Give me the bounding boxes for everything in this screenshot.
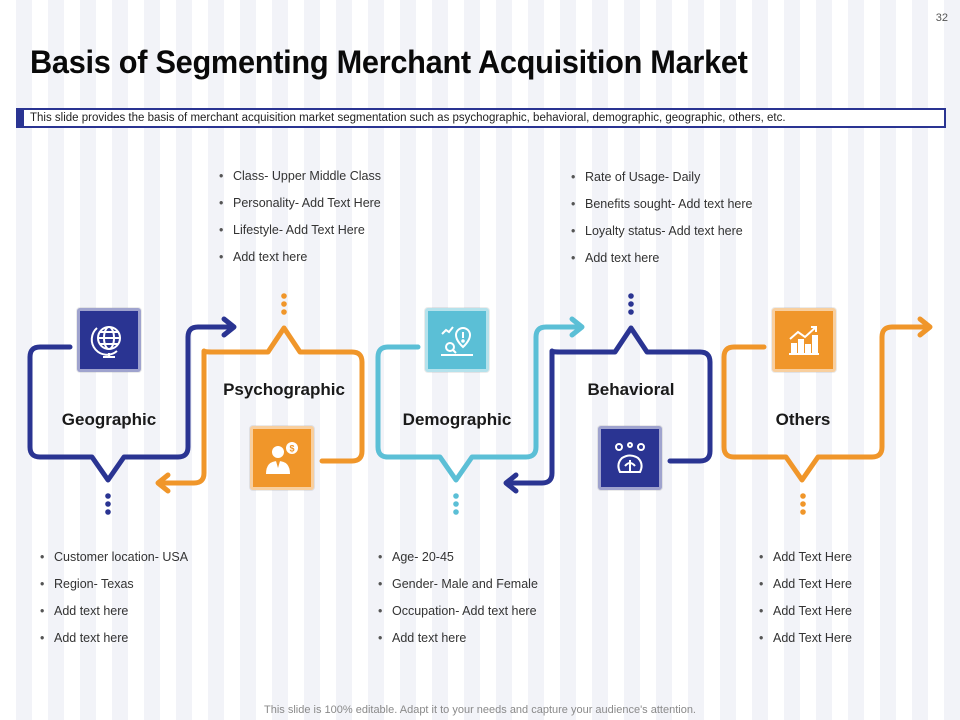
businessman-dollar-icon: $: [266, 442, 298, 474]
growth-chart-icon: [789, 326, 819, 355]
geographic-tile: [77, 308, 141, 372]
list-item: Personality- Add Text Here: [219, 195, 381, 222]
others-label: Others: [775, 410, 831, 429]
list-item: Class- Upper Middle Class: [219, 168, 381, 195]
list-item: Add text here: [40, 630, 188, 657]
svg-text:$: $: [289, 444, 294, 454]
behavioral-bullets: Rate of Usage- Daily Benefits sought- Ad…: [571, 169, 752, 277]
demographic-bullets: Age- 20-45 Gender- Male and Female Occup…: [378, 549, 538, 657]
list-item: Add text here: [378, 630, 538, 657]
others-bullets: Add Text Here Add Text Here Add Text Her…: [759, 549, 852, 657]
globe-icon: [90, 326, 121, 358]
others-tile: [772, 308, 836, 372]
behavioral-tile: [598, 426, 662, 490]
list-item: Rate of Usage- Daily: [571, 169, 752, 196]
psychographic-tile: $: [250, 426, 314, 490]
list-item: Occupation- Add text here: [378, 603, 538, 630]
brain-gears-icon: [615, 442, 645, 473]
list-item: Customer location- USA: [40, 549, 188, 576]
geographic-bullets: Customer location- USA Region- Texas Add…: [40, 549, 188, 657]
behavioral-connector: [503, 325, 713, 494]
list-item: Age- 20-45: [378, 549, 538, 576]
demographic-label: Demographic: [402, 410, 512, 429]
list-item: Region- Texas: [40, 576, 188, 603]
geographic-label: Geographic: [61, 410, 157, 429]
list-item: Add text here: [219, 249, 381, 276]
behavioral-label: Behavioral: [587, 380, 675, 399]
geographic-connector: [27, 316, 237, 483]
subtitle-bar: This slide provides the basis of merchan…: [16, 108, 946, 128]
dot-connectors: [105, 293, 806, 515]
others-connector: [721, 316, 933, 483]
list-item: Benefits sought- Add text here: [571, 196, 752, 223]
list-item: Add text here: [571, 250, 752, 277]
page-number: 32: [935, 12, 948, 24]
location-analytics-icon: [441, 326, 473, 356]
list-item: Add Text Here: [759, 630, 852, 657]
slide-title: Basis of Segmenting Merchant Acquisition…: [30, 44, 748, 80]
footer-note: This slide is 100% editable. Adapt it to…: [264, 704, 696, 716]
list-item: Gender- Male and Female: [378, 576, 538, 603]
psychographic-connector: [155, 325, 365, 494]
psychographic-label: Psychographic: [223, 380, 345, 399]
list-item: Add Text Here: [759, 549, 852, 576]
demographic-connector: [375, 316, 585, 483]
list-item: Add text here: [40, 603, 188, 630]
list-item: Lifestyle- Add Text Here: [219, 222, 381, 249]
list-item: Loyalty status- Add text here: [571, 223, 752, 250]
list-item: Add Text Here: [759, 576, 852, 603]
psychographic-bullets: Class- Upper Middle Class Personality- A…: [219, 168, 381, 276]
demographic-tile: [425, 308, 489, 372]
list-item: Add Text Here: [759, 603, 852, 630]
subtitle-text: This slide provides the basis of merchan…: [30, 112, 786, 124]
